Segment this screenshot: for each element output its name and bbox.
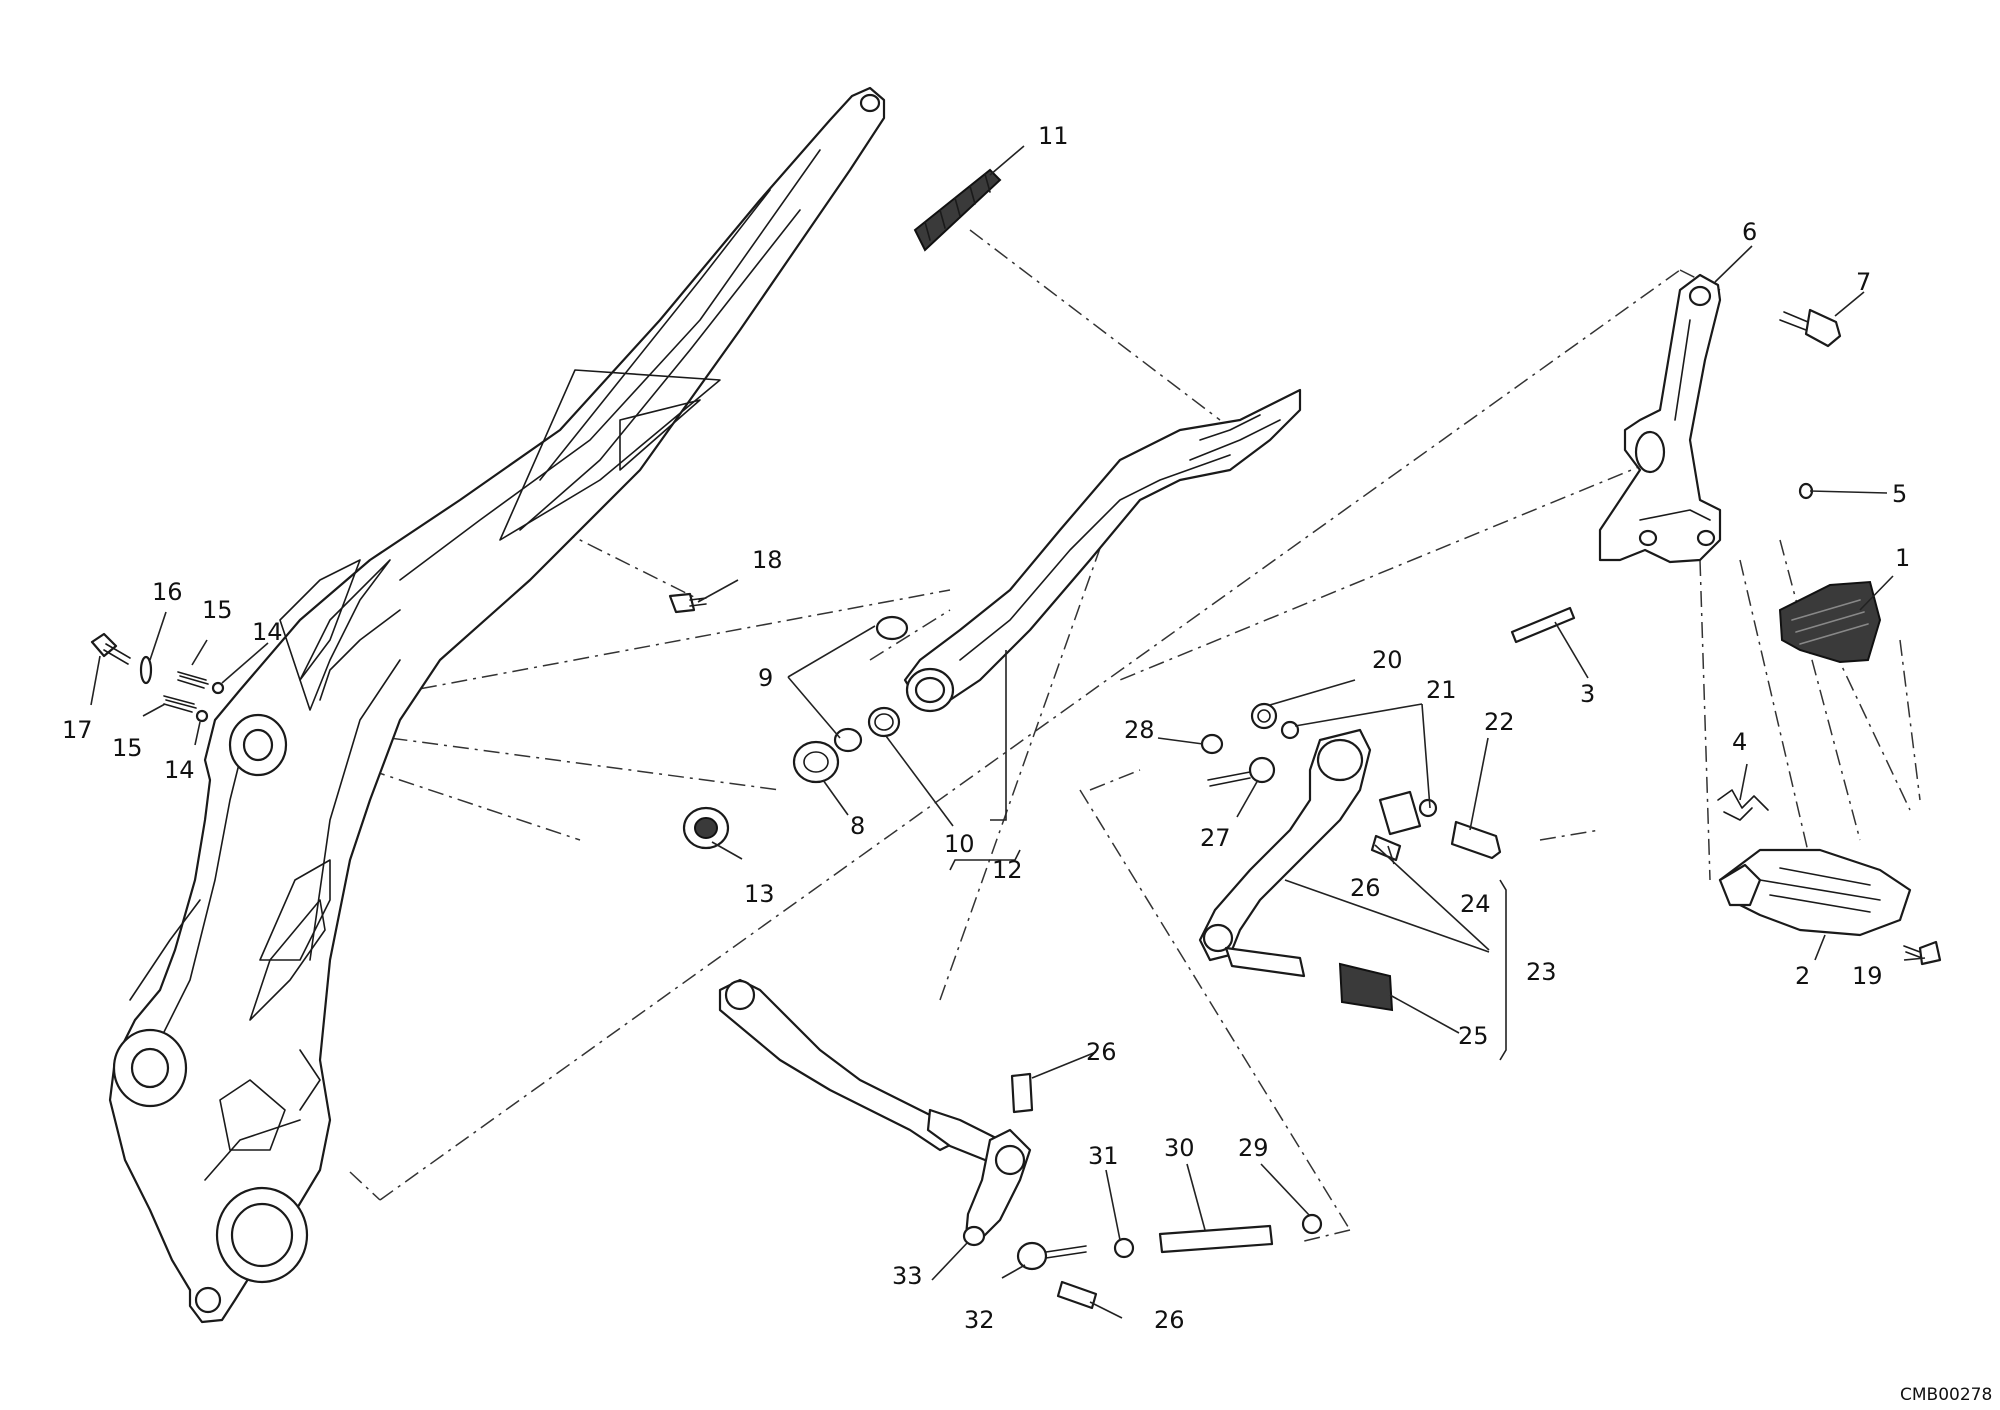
callout-24: 24	[1460, 890, 1491, 918]
callout-7: 7	[1856, 268, 1871, 296]
callout-11: 11	[1038, 122, 1069, 150]
callout-32: 32	[964, 1306, 995, 1334]
callout-13: 13	[744, 880, 775, 908]
callout-29: 29	[1238, 1134, 1269, 1162]
callout-22: 22	[1484, 708, 1515, 736]
callout-10: 10	[944, 830, 975, 858]
callout-12: 12	[992, 856, 1023, 884]
part-11-pedal-tread	[913, 168, 1002, 252]
callout-19: 19	[1852, 962, 1883, 990]
callout-14b: 14	[164, 756, 195, 784]
callout-27: 27	[1200, 824, 1231, 852]
callout-26a: 26	[1350, 874, 1381, 902]
footpeg-bracket	[1598, 273, 1722, 564]
callout-16: 16	[152, 578, 183, 606]
callout-25: 25	[1458, 1022, 1489, 1050]
callout-20: 20	[1372, 646, 1403, 674]
callout-18: 18	[752, 546, 783, 574]
callout-5: 5	[1892, 480, 1907, 508]
small-parts-left	[90, 592, 909, 850]
callout-33: 33	[892, 1262, 923, 1290]
callout-6: 6	[1742, 218, 1757, 246]
callout-14a: 14	[252, 618, 283, 646]
callout-15b: 15	[112, 734, 143, 762]
gear-lever-assembly	[1198, 702, 1502, 1012]
leader-lines	[90, 145, 1926, 1319]
assembly-lines	[329, 229, 1921, 1243]
callout-31: 31	[1088, 1142, 1119, 1170]
callout-3: 3	[1580, 680, 1595, 708]
callout-9: 9	[758, 664, 773, 692]
callout-4: 4	[1732, 728, 1747, 756]
callout-1: 1	[1895, 544, 1910, 572]
callout-2: 2	[1795, 962, 1810, 990]
brake-lever	[903, 388, 1302, 713]
callout-28: 28	[1124, 716, 1155, 744]
callout-26b: 26	[1086, 1038, 1117, 1066]
callout-30: 30	[1164, 1134, 1195, 1162]
callout-23: 23	[1526, 958, 1557, 986]
callout-8: 8	[850, 812, 865, 840]
callout-26c: 26	[1154, 1306, 1185, 1334]
callout-15a: 15	[202, 596, 233, 624]
footrest-frame-bracket	[108, 86, 886, 1324]
small-parts-right	[1510, 308, 1942, 966]
callout-17: 17	[62, 716, 93, 744]
gearshift-linkage	[718, 978, 1323, 1310]
diagram-code: CMB00278	[1900, 1385, 1992, 1405]
callout-21: 21	[1426, 676, 1457, 704]
callout-labels: 1 2 3 4 5 6 7 8 9 10 11 12 13 14 14 15 1…	[62, 122, 1992, 1405]
